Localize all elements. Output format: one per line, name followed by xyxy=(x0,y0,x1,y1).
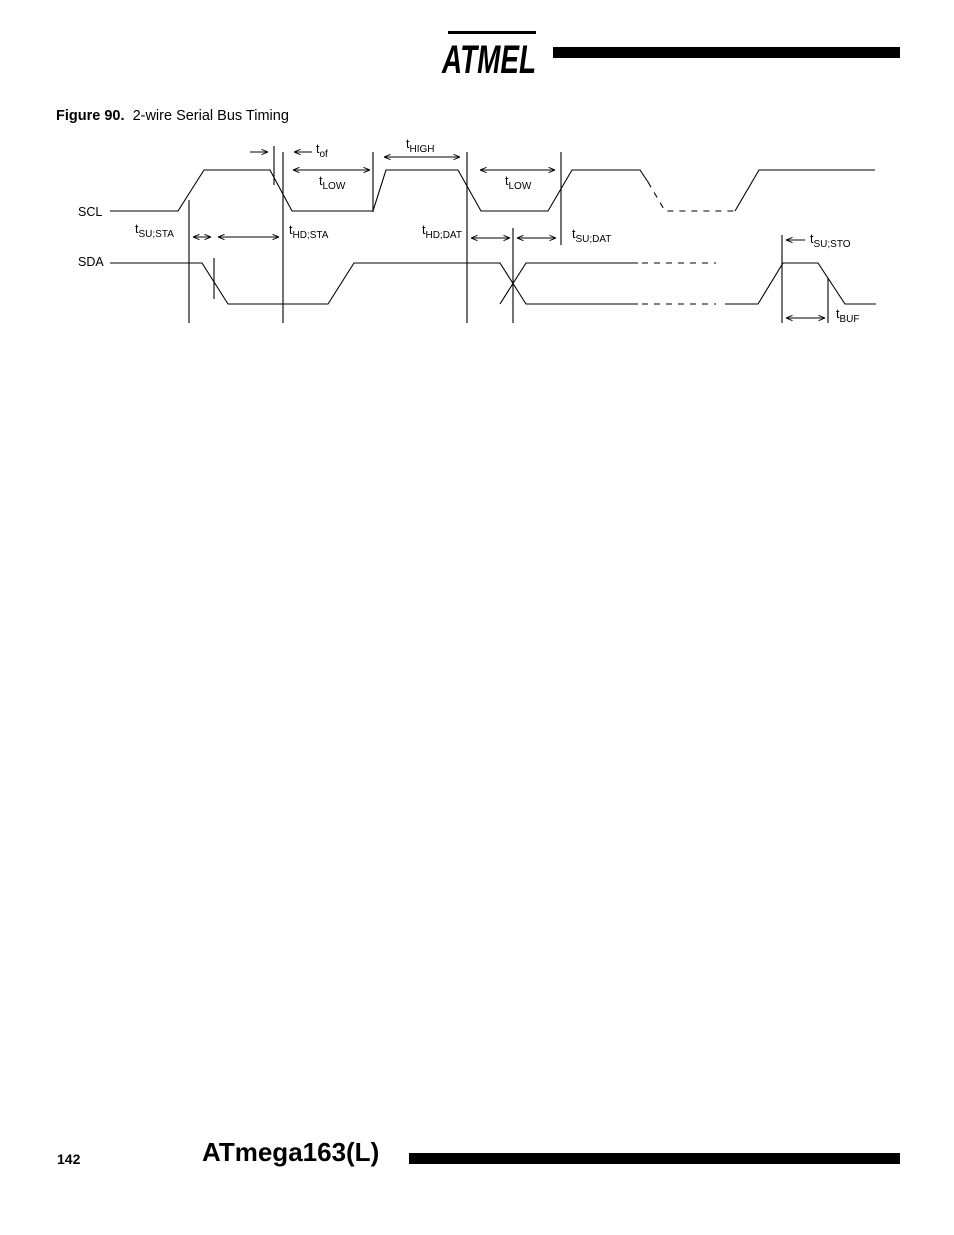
footer-rule xyxy=(409,1153,900,1164)
tof-label: tof xyxy=(316,142,328,160)
sda-label: SDA xyxy=(78,255,104,269)
scl-label: SCL xyxy=(78,205,102,219)
figure-title: 2-wire Serial Bus Timing xyxy=(132,108,289,124)
scl-dashed-section xyxy=(647,181,735,212)
tlow2-label: tLOW xyxy=(505,174,532,192)
sda-waveform-low xyxy=(499,262,638,305)
tsusto-label: tSU;STO xyxy=(810,232,851,250)
tsusta-label: tSU;STA xyxy=(135,222,174,240)
sda-waveform-high xyxy=(110,262,638,305)
atmel-logo: ATMEL xyxy=(441,31,536,78)
document-title: ATmega163(L) xyxy=(202,1137,380,1167)
tlow1-label: tLOW xyxy=(319,174,346,192)
tsudat-label: tSU;DAT xyxy=(572,227,611,245)
scl-waveform xyxy=(110,169,649,212)
thddat-label: tHD;DAT xyxy=(422,223,462,241)
svg-text:ATMEL: ATMEL xyxy=(441,38,536,78)
header-rule xyxy=(553,47,900,58)
tbuf-label: tBUF xyxy=(836,307,859,325)
figure-number: Figure 90. xyxy=(56,108,125,124)
sda-waveform-end xyxy=(725,262,876,305)
page-number: 142 xyxy=(57,1151,81,1167)
scl-waveform-end xyxy=(734,169,875,212)
timing-diagram: SCL SDA tof tHIGH tLOW tLOW tSU;STA tHD;… xyxy=(78,137,876,325)
thigh-label: tHIGH xyxy=(406,137,434,155)
figure-caption: Figure 90. 2-wire Serial Bus Timing xyxy=(56,108,289,124)
thdsta-label: tHD;STA xyxy=(289,223,329,241)
